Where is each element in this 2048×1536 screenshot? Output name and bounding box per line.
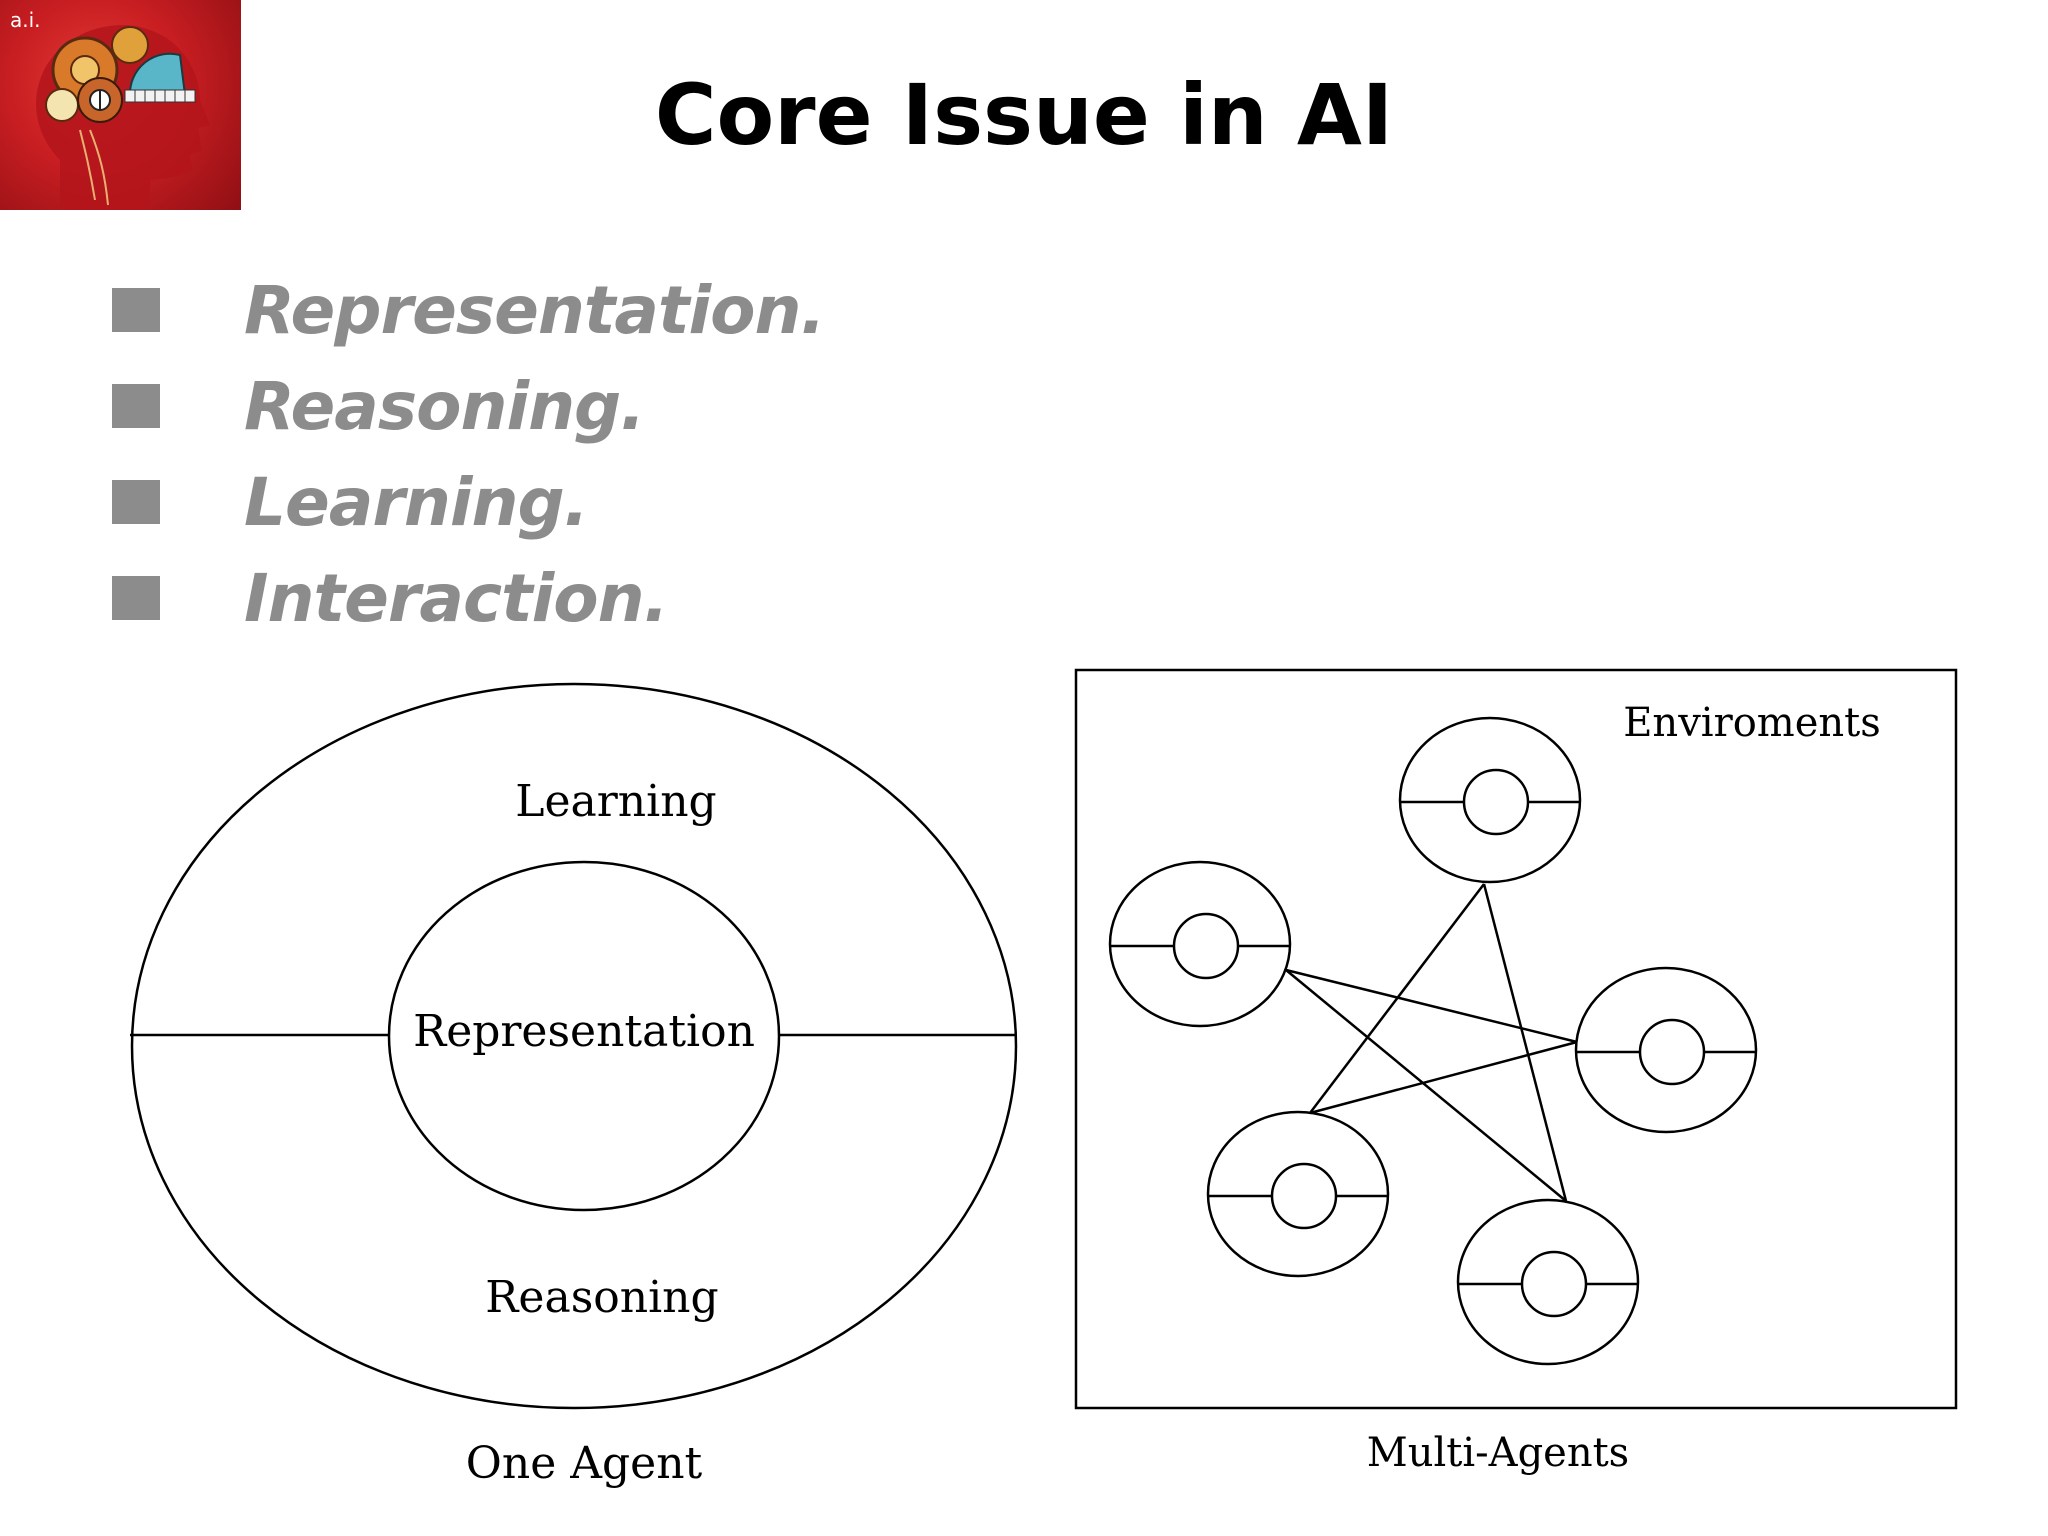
bullet-item-representation: Representation. [112, 262, 826, 358]
agent-node [1108, 860, 1292, 1028]
bullet-text: Reasoning. [244, 367, 645, 445]
bullet-item-reasoning: Reasoning. [112, 358, 825, 454]
square-bullet-icon [112, 576, 160, 620]
brain-gears-icon [36, 25, 210, 210]
square-bullet-icon [112, 480, 160, 524]
ai-brain-logo: a.i. [0, 0, 241, 210]
agent-node [1398, 716, 1582, 884]
bullet-text: Representation. [244, 271, 826, 349]
agent-node [1206, 1110, 1390, 1278]
slide-title: Core Issue in AI [654, 66, 1394, 164]
connection-line [1285, 969, 1567, 1202]
representation-label: Representation [413, 1006, 755, 1057]
bullet-text: Learning. [244, 463, 589, 541]
agent-node [1456, 1198, 1640, 1366]
multi-agents-diagram [1074, 668, 1958, 1410]
one-agent-caption: One Agent [466, 1438, 703, 1489]
learning-label: Learning [515, 776, 716, 827]
environment-box [1074, 668, 1958, 1410]
agent-node [1574, 966, 1758, 1134]
square-bullet-icon [112, 384, 160, 428]
outer-ellipse [130, 682, 1018, 1410]
bullet-list: Representation. Reasoning. Learning. Int… [112, 262, 826, 646]
connection-line [1482, 883, 1568, 1202]
multi-agents-caption: Multi-Agents [1367, 1430, 1629, 1476]
connection-line [1285, 968, 1578, 1044]
logo-text: a.i. [10, 8, 41, 32]
connection-line [1309, 1040, 1578, 1115]
one-agent-diagram [130, 682, 1018, 1410]
environments-label: Enviroments [1623, 700, 1881, 746]
bullet-item-interaction: Interaction. [112, 550, 825, 646]
bullet-item-learning: Learning. [112, 454, 825, 550]
bullet-text: Interaction. [244, 559, 669, 637]
reasoning-label: Reasoning [485, 1272, 718, 1323]
square-bullet-icon [112, 288, 160, 332]
